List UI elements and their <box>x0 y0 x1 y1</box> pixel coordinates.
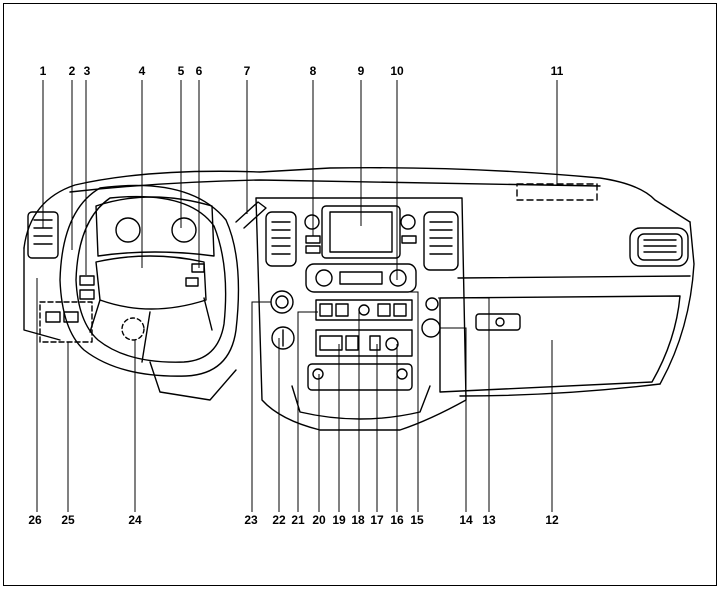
hood-release-dashed <box>121 317 145 341</box>
callout-21: 21 <box>291 513 305 527</box>
callouts-top: 1 2 3 4 5 6 7 8 9 10 11 <box>40 64 564 78</box>
center-stack-outline <box>255 197 467 431</box>
callouts-bottom: 26 25 24 23 22 21 20 19 18 17 16 15 14 1… <box>28 513 559 527</box>
center-vent-left <box>265 211 297 267</box>
dash-lower-edge <box>459 383 661 397</box>
callout-25: 25 <box>61 513 75 527</box>
dash-right-end <box>659 221 695 385</box>
start-button <box>421 318 441 338</box>
wiper-stalk <box>235 201 267 229</box>
callout-9: 9 <box>358 64 365 78</box>
left-side-panel <box>23 247 61 341</box>
callout-4: 4 <box>139 64 146 78</box>
figure-frame <box>3 3 717 586</box>
steering-column <box>149 361 237 401</box>
callout-10: 10 <box>390 64 404 78</box>
dash-top-inner <box>69 179 601 193</box>
steering-hub <box>95 255 207 310</box>
switch-row-upper <box>315 299 413 321</box>
dashboard-drawing <box>23 167 695 431</box>
headlight-knob <box>270 290 294 314</box>
callout-5: 5 <box>178 64 185 78</box>
ignition-switch <box>271 326 295 350</box>
callout-26: 26 <box>28 513 42 527</box>
callout-23: 23 <box>244 513 258 527</box>
callout-8: 8 <box>310 64 317 78</box>
callout-18: 18 <box>351 513 365 527</box>
dash-mid-line <box>457 275 691 279</box>
glovebox-outline <box>439 295 681 393</box>
steering-wheel-rim <box>59 184 240 377</box>
lower-switch-panel-dashed <box>39 301 93 343</box>
switch-row-lower <box>315 329 413 357</box>
callout-3: 3 <box>84 64 91 78</box>
callout-11: 11 <box>551 64 564 78</box>
callout-14: 14 <box>459 513 473 527</box>
meter-hood <box>95 196 215 257</box>
right-vent <box>629 227 689 267</box>
leader-lines <box>36 80 558 512</box>
callout-7: 7 <box>244 64 251 78</box>
glovebox-handle <box>475 313 521 331</box>
callout-19: 19 <box>332 513 346 527</box>
callout-2: 2 <box>69 64 76 78</box>
callout-1: 1 <box>40 64 47 78</box>
center-vent-right <box>423 211 459 271</box>
callout-24: 24 <box>128 513 142 527</box>
lower-pocket <box>307 363 413 391</box>
climate-panel <box>305 263 417 293</box>
callout-15: 15 <box>410 513 424 527</box>
dash-top-outline <box>23 167 691 249</box>
callout-20: 20 <box>312 513 326 527</box>
callout-12: 12 <box>545 513 559 527</box>
callout-13: 13 <box>482 513 496 527</box>
callout-17: 17 <box>370 513 384 527</box>
callout-22: 22 <box>272 513 286 527</box>
callout-6: 6 <box>196 64 203 78</box>
callout-16: 16 <box>390 513 404 527</box>
power-outlet <box>425 297 439 311</box>
